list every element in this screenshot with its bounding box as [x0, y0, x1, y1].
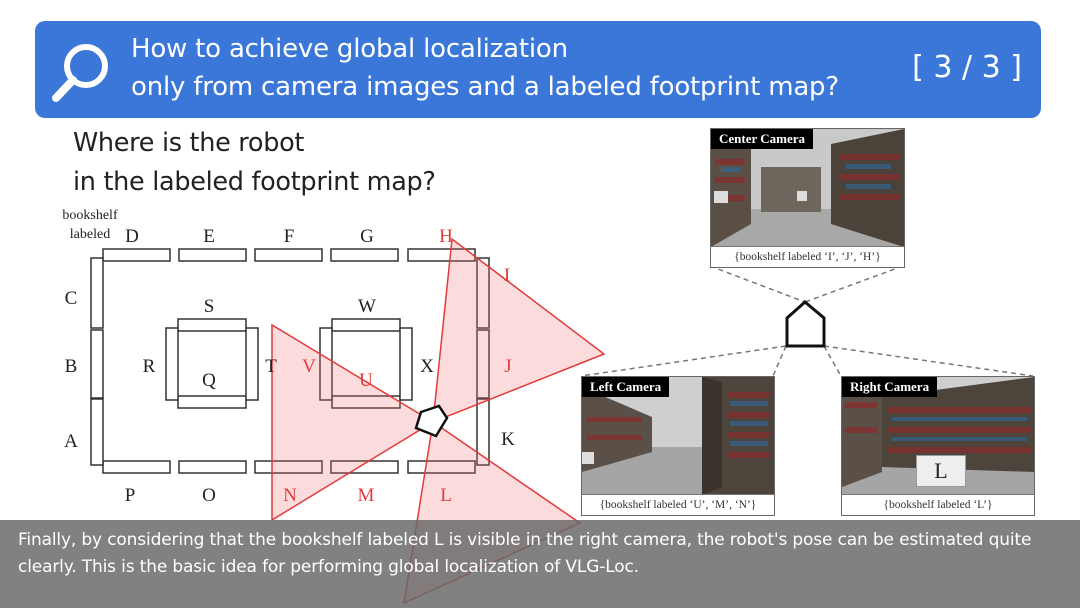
shelf-W	[331, 318, 401, 332]
banner-title: How to achieve global localization only …	[131, 30, 839, 106]
center-camera-panel: Center Camera {bookshelf labeled ‘I’, ‘J…	[710, 128, 905, 268]
label-M: M	[358, 485, 375, 506]
right-camera-caption: {bookshelf labeled ‘L’}	[842, 494, 1034, 515]
label-L: L	[440, 485, 452, 506]
center-camera-image	[711, 129, 904, 247]
shelf-F	[254, 248, 323, 262]
shelf-A	[90, 398, 104, 466]
banner-title-line2: only from camera images and a labeled fo…	[131, 72, 839, 102]
label-T: T	[265, 356, 277, 377]
shelf-C	[90, 257, 104, 329]
center-camera-caption: {bookshelf labeled ‘I’, ‘J’, ‘H’}	[711, 246, 904, 267]
label-N: N	[283, 485, 297, 506]
shelf-O	[178, 460, 247, 474]
shelf-H	[407, 248, 476, 262]
shelf-M	[330, 460, 399, 474]
label-H: H	[439, 226, 453, 247]
shelf-I	[476, 257, 490, 329]
connector-center-left	[709, 265, 806, 303]
center-camera-title: Center Camera	[711, 129, 814, 149]
fov-left	[271, 323, 435, 522]
label-K: K	[501, 429, 515, 450]
connector-right-inner	[823, 345, 842, 377]
shelf-T	[245, 327, 259, 401]
left-camera-caption: {bookshelf labeled ‘U’, ‘M’, ‘N’}	[582, 494, 774, 515]
legend-line1: bookshelf	[62, 208, 118, 223]
robot-marker	[414, 404, 449, 438]
page-indicator: [ 3 / 3 ]	[912, 50, 1022, 85]
title-banner	[35, 21, 1041, 118]
fov-center	[432, 237, 606, 424]
connector-left-outer	[580, 345, 787, 377]
label-P: P	[125, 485, 136, 506]
label-B: B	[65, 356, 78, 377]
label-R: R	[143, 356, 156, 377]
question-text: Where is the robot in the labeled footpr…	[73, 124, 436, 202]
question-line1: Where is the robot	[73, 128, 305, 158]
shelf-P	[102, 460, 171, 474]
shelf-D	[102, 248, 171, 262]
label-Q: Q	[202, 370, 216, 391]
left-camera-panel: Left Camera {bookshelf labeled ‘U’, ‘M’,…	[581, 376, 775, 516]
label-F: F	[284, 226, 295, 247]
shelf-S	[177, 318, 247, 332]
banner-title-line1: How to achieve global localization	[131, 34, 568, 64]
shelf-J	[476, 329, 490, 399]
label-I: I	[504, 265, 510, 286]
label-O: O	[202, 485, 216, 506]
label-C: C	[65, 288, 78, 309]
connector-left-inner	[772, 345, 787, 377]
label-E: E	[203, 226, 215, 247]
label-U: U	[359, 370, 373, 391]
search-icon	[52, 44, 108, 102]
right-camera-title: Right Camera	[842, 377, 938, 397]
shelf-B	[90, 329, 104, 399]
label-S: S	[204, 296, 215, 317]
label-A: A	[64, 431, 78, 452]
shelf-V	[319, 327, 333, 401]
connector-right-outer	[823, 345, 1034, 377]
shelf-R	[165, 327, 179, 401]
label-G: G	[360, 226, 374, 247]
left-camera-title: Left Camera	[582, 377, 670, 397]
robot-icon	[785, 300, 826, 348]
label-W: W	[358, 296, 376, 317]
label-V: V	[302, 356, 316, 377]
label-X: X	[420, 356, 434, 377]
shelf-Q	[177, 395, 247, 409]
legend-line2: labeled	[70, 227, 110, 242]
label-J: J	[504, 356, 511, 377]
shelf-E	[178, 248, 247, 262]
shelf-X	[399, 327, 413, 401]
connector-center-right	[804, 265, 904, 303]
right-camera-sign: L	[916, 455, 966, 487]
caption-bar	[0, 520, 1080, 608]
label-D: D	[125, 226, 139, 247]
question-line2: in the labeled footprint map?	[73, 167, 436, 197]
shelf-K	[476, 398, 490, 466]
caption-text: Finally, by considering that the bookshe…	[18, 530, 1032, 577]
right-camera-panel: L Right Camera {bookshelf labeled ‘L’}	[841, 376, 1035, 516]
shelf-G	[330, 248, 399, 262]
